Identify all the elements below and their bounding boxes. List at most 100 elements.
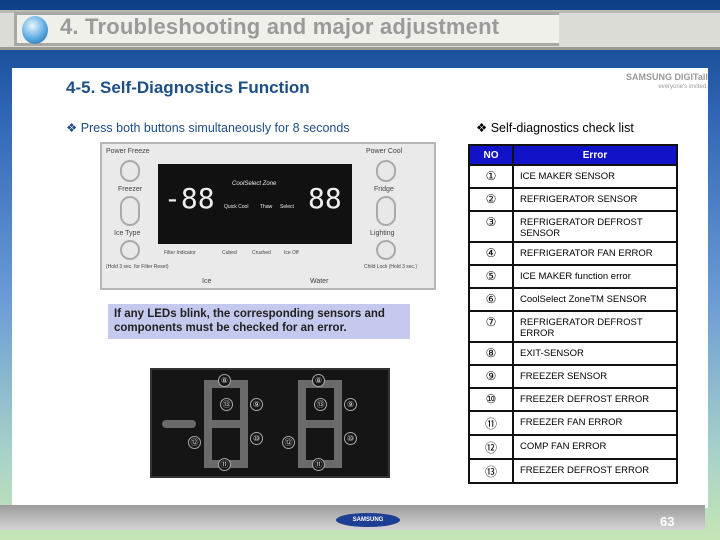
cell-no: ⑨ — [468, 364, 514, 389]
label: Ice — [202, 278, 212, 285]
cell-no: ⑬ — [468, 458, 514, 484]
led-label: ⑬ — [220, 398, 233, 411]
label: Crushed — [252, 250, 271, 256]
label: Ice Type — [114, 230, 141, 237]
led-label: ⑨ — [344, 398, 357, 411]
fridge-digits: 88 — [308, 182, 342, 215]
led-digit-left — [204, 380, 248, 468]
cell-no: ⑥ — [468, 287, 514, 312]
page-title: 4. Troubleshooting and major adjustment — [60, 14, 500, 39]
cell-no: ⑪ — [468, 410, 514, 436]
power-cool-button — [376, 160, 396, 182]
cell-no: ④ — [468, 241, 514, 266]
freezer-button — [120, 196, 140, 226]
cell-error: ICE MAKER function error — [512, 264, 678, 289]
cell-no: ① — [468, 164, 514, 189]
cell-error: FREEZER DEFROST ERROR — [512, 387, 678, 412]
led-label: ⑩ — [250, 432, 263, 445]
led-label: ⑪ — [312, 458, 325, 471]
cell-no: ⑩ — [468, 387, 514, 412]
freezer-digits: -88 — [164, 182, 215, 215]
cell-no: ⑦ — [468, 310, 514, 343]
samsung-digitall-logo: SAMSUNG DIGITall everyone's invited. — [626, 72, 708, 92]
label: Lighting — [370, 230, 395, 237]
col-error: Error — [512, 144, 678, 166]
label: Fridge — [374, 186, 394, 193]
page-number: 63 — [660, 514, 675, 529]
label: Power Cool — [366, 148, 403, 155]
label: (Hold 3 sec. for Filter Reset) — [106, 264, 169, 270]
led-diagram: ⑧ ⑨ ⑩ ⑪ ⑫ ⑬ ⑧ ⑨ ⑩ ⑪ ⑫ ⑬ — [150, 368, 390, 478]
cell-error: COMP FAN ERROR — [512, 434, 678, 460]
logo-tagline: everyone's invited. — [658, 84, 708, 90]
label: Child Lock (Hold 3 sec.) — [364, 264, 418, 270]
led-label: ⑨ — [250, 398, 263, 411]
power-freeze-button — [120, 160, 140, 182]
led-label: ⑩ — [344, 432, 357, 445]
control-panel-image: Power Freeze Freezer Ice Type (Hold 3 se… — [100, 142, 436, 290]
ice-type-button — [120, 240, 140, 260]
label: Select — [280, 204, 294, 210]
label: Quick Cool — [224, 204, 249, 210]
label: Ice Off — [284, 250, 299, 256]
cell-no: ③ — [468, 210, 514, 243]
led-label: ⑧ — [312, 374, 325, 387]
cell-no: ⑫ — [468, 434, 514, 460]
cell-error: REFRIGERATOR DEFROST ERROR — [512, 310, 678, 343]
led-segments — [162, 380, 342, 468]
cell-error: REFRIGERATOR FAN ERROR — [512, 241, 678, 266]
samsung-logo: SAMSUNG — [336, 513, 400, 527]
cell-no: ② — [468, 187, 514, 212]
col-no: NO — [468, 144, 514, 166]
led-label: ⑫ — [188, 436, 201, 449]
cell-error: FREEZER FAN ERROR — [512, 410, 678, 436]
led-label: ⑪ — [218, 458, 231, 471]
lighting-button — [376, 240, 396, 260]
cell-error: ICE MAKER SENSOR — [512, 164, 678, 189]
led-label: ⑫ — [282, 436, 295, 449]
cell-error: FREEZER SENSOR — [512, 364, 678, 389]
label: Power Freeze — [106, 148, 150, 155]
cell-error: REFRIGERATOR DEFROST SENSOR — [512, 210, 678, 243]
checklist-title: ❖ Self-diagnostics check list — [476, 121, 634, 135]
cell-no: ⑧ — [468, 341, 514, 366]
label: Water — [310, 278, 329, 285]
section-title: 4-5. Self-Diagnostics Function — [66, 78, 310, 97]
cell-error: REFRIGERATOR SENSOR — [512, 187, 678, 212]
label: Freezer — [118, 186, 143, 193]
led-note: If any LEDs blink, the corresponding sen… — [108, 304, 410, 339]
cell-error: CoolSelect ZoneTM SENSOR — [512, 287, 678, 312]
instruction-text: Press both buttons simultaneously for 8 … — [80, 121, 350, 135]
lcd-display: -88 88 CoolSelect Zone Quick Cool Thaw S… — [158, 164, 352, 244]
cell-error: FREEZER DEFROST ERROR — [512, 458, 678, 484]
led-digit-right — [298, 380, 342, 468]
orb-icon — [22, 16, 48, 44]
led-label: ⑬ — [314, 398, 327, 411]
label: Thaw — [260, 204, 273, 210]
title-tab — [14, 12, 559, 46]
label: Filter Indicator — [164, 250, 196, 256]
instruction: ❖ Press both buttons simultaneously for … — [66, 121, 350, 135]
label: CoolSelect Zone — [232, 181, 277, 187]
fridge-button — [376, 196, 396, 226]
cell-error: EXIT-SENSOR — [512, 341, 678, 366]
logo-text: SAMSUNG DIGITall — [626, 72, 708, 82]
checklist-title-text: Self-diagnostics check list — [490, 121, 634, 135]
led-label: ⑧ — [218, 374, 231, 387]
